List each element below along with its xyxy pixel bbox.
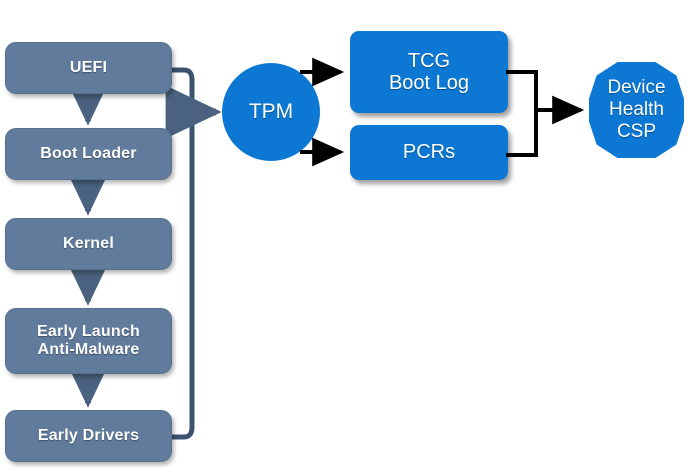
boot-stage-label: Boot Loader: [40, 145, 137, 163]
boot-stage-label: Early Launch Anti-Malware: [37, 323, 140, 358]
edge-boot-chain-to-tpm: [165, 67, 222, 440]
boot-stage-label: UEFI: [69, 59, 108, 77]
device-health-csp-node[interactable]: Device Health CSP: [589, 62, 684, 158]
tcg-boot-log-label: TCG Boot Log: [388, 49, 470, 94]
boot-stage-label: Kernel: [63, 235, 114, 253]
boot-stage-label: Early Drivers: [37, 427, 140, 445]
boot-stage-boot-loader[interactable]: Boot Loader: [5, 128, 172, 180]
pcrs-box[interactable]: PCRs: [350, 125, 508, 180]
device-health-csp-label: Device Health CSP: [607, 76, 666, 143]
tpm-node[interactable]: TPM: [222, 63, 320, 161]
tpm-label: TPM: [248, 100, 294, 124]
boot-stage-early-launch-anti-malware[interactable]: Early Launch Anti-Malware: [5, 308, 172, 374]
boot-stage-early-drivers[interactable]: Early Drivers: [5, 410, 172, 462]
tcg-boot-log-box[interactable]: TCG Boot Log: [350, 31, 508, 113]
pcrs-label: PCRs: [402, 141, 456, 164]
boot-stage-uefi[interactable]: UEFI: [5, 42, 172, 94]
edge-measurements-to-device-health-csp: [506, 70, 585, 157]
boot-stage-kernel[interactable]: Kernel: [5, 218, 172, 270]
